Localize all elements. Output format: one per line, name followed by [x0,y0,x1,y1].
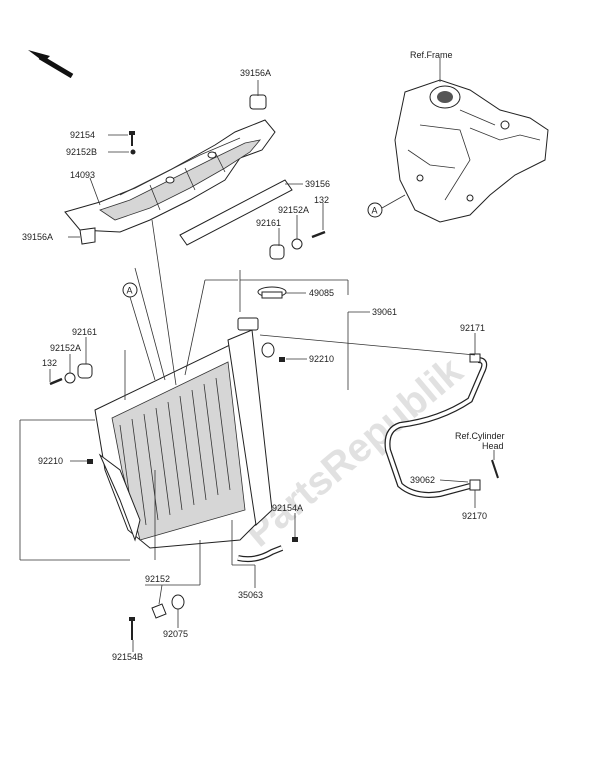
label-92161-left: 92161 [72,327,97,337]
collar-92152A-right [291,238,303,250]
grommet-92075 [171,594,185,610]
radiator-drawing [94,317,275,549]
seal-39156A-left [79,227,96,245]
label-132-left: 132 [42,358,57,368]
ref-cylinder-head-label-line2: Head [482,441,504,451]
bolt-132-right [311,230,326,239]
callout-a-frame-label: A [372,206,378,216]
clip-92210-left [87,459,93,464]
callout-a-radiator-label: A [127,286,133,296]
clip-92154A [292,537,298,542]
nut-92152 [151,603,167,619]
label-132-right: 132 [314,195,329,205]
seal-strip-39156 [179,179,293,246]
label-39156A-left: 39156A [22,232,53,242]
label-92154: 92154 [70,130,95,140]
direction-arrow-icon [28,50,74,79]
nut-92152B [130,149,136,155]
label-92075: 92075 [163,629,188,639]
bolt-92154B [129,617,135,640]
label-92210-right: 92210 [309,354,334,364]
label-92152B: 92152B [66,147,97,157]
label-92154B: 92154B [112,652,143,662]
bolt-132-left [49,377,63,386]
label-35063: 35063 [238,590,263,600]
bolt-92154 [129,131,135,146]
label-92154A: 92154A [272,503,303,513]
radiator-shroud-drawing [64,94,276,233]
clamp-92170 [469,479,481,491]
collar-92152A-left [64,372,76,384]
label-92210-left: 92210 [38,456,63,466]
label-39061: 39061 [372,307,397,317]
grommet-92161-right [269,244,285,260]
ref-cylinder-head-label-line1: Ref.Cylinder [455,431,505,441]
label-49085: 49085 [309,288,334,298]
label-92152: 92152 [145,574,170,584]
hose-39062 [384,357,488,498]
clip-92210-right [279,357,285,362]
label-39062: 39062 [410,475,435,485]
watermark-text: PartsRepublik [237,348,472,555]
leader-lines [19,80,495,652]
label-39156: 39156 [305,179,330,189]
clamp-92171 [469,353,481,363]
label-92152A-left: 92152A [50,343,81,353]
label-92170: 92170 [462,511,487,521]
part-number-labels: 39156A 92154 92152B 14093 39156 92152A 1… [22,68,505,662]
label-92152A-right: 92152A [278,205,309,215]
frame-reference-drawing [394,58,549,223]
cylinder-head-fitting [491,459,499,479]
grommet-92161-left [77,363,93,379]
label-39156A-top: 39156A [240,68,271,78]
radiator-cap-49085 [257,286,287,299]
label-92161-right: 92161 [256,218,281,228]
hose-35063 [237,545,284,563]
label-92171: 92171 [460,323,485,333]
label-14093: 14093 [70,170,95,180]
callout-a-frame [367,202,383,218]
ref-frame-label: Ref.Frame [410,50,453,60]
